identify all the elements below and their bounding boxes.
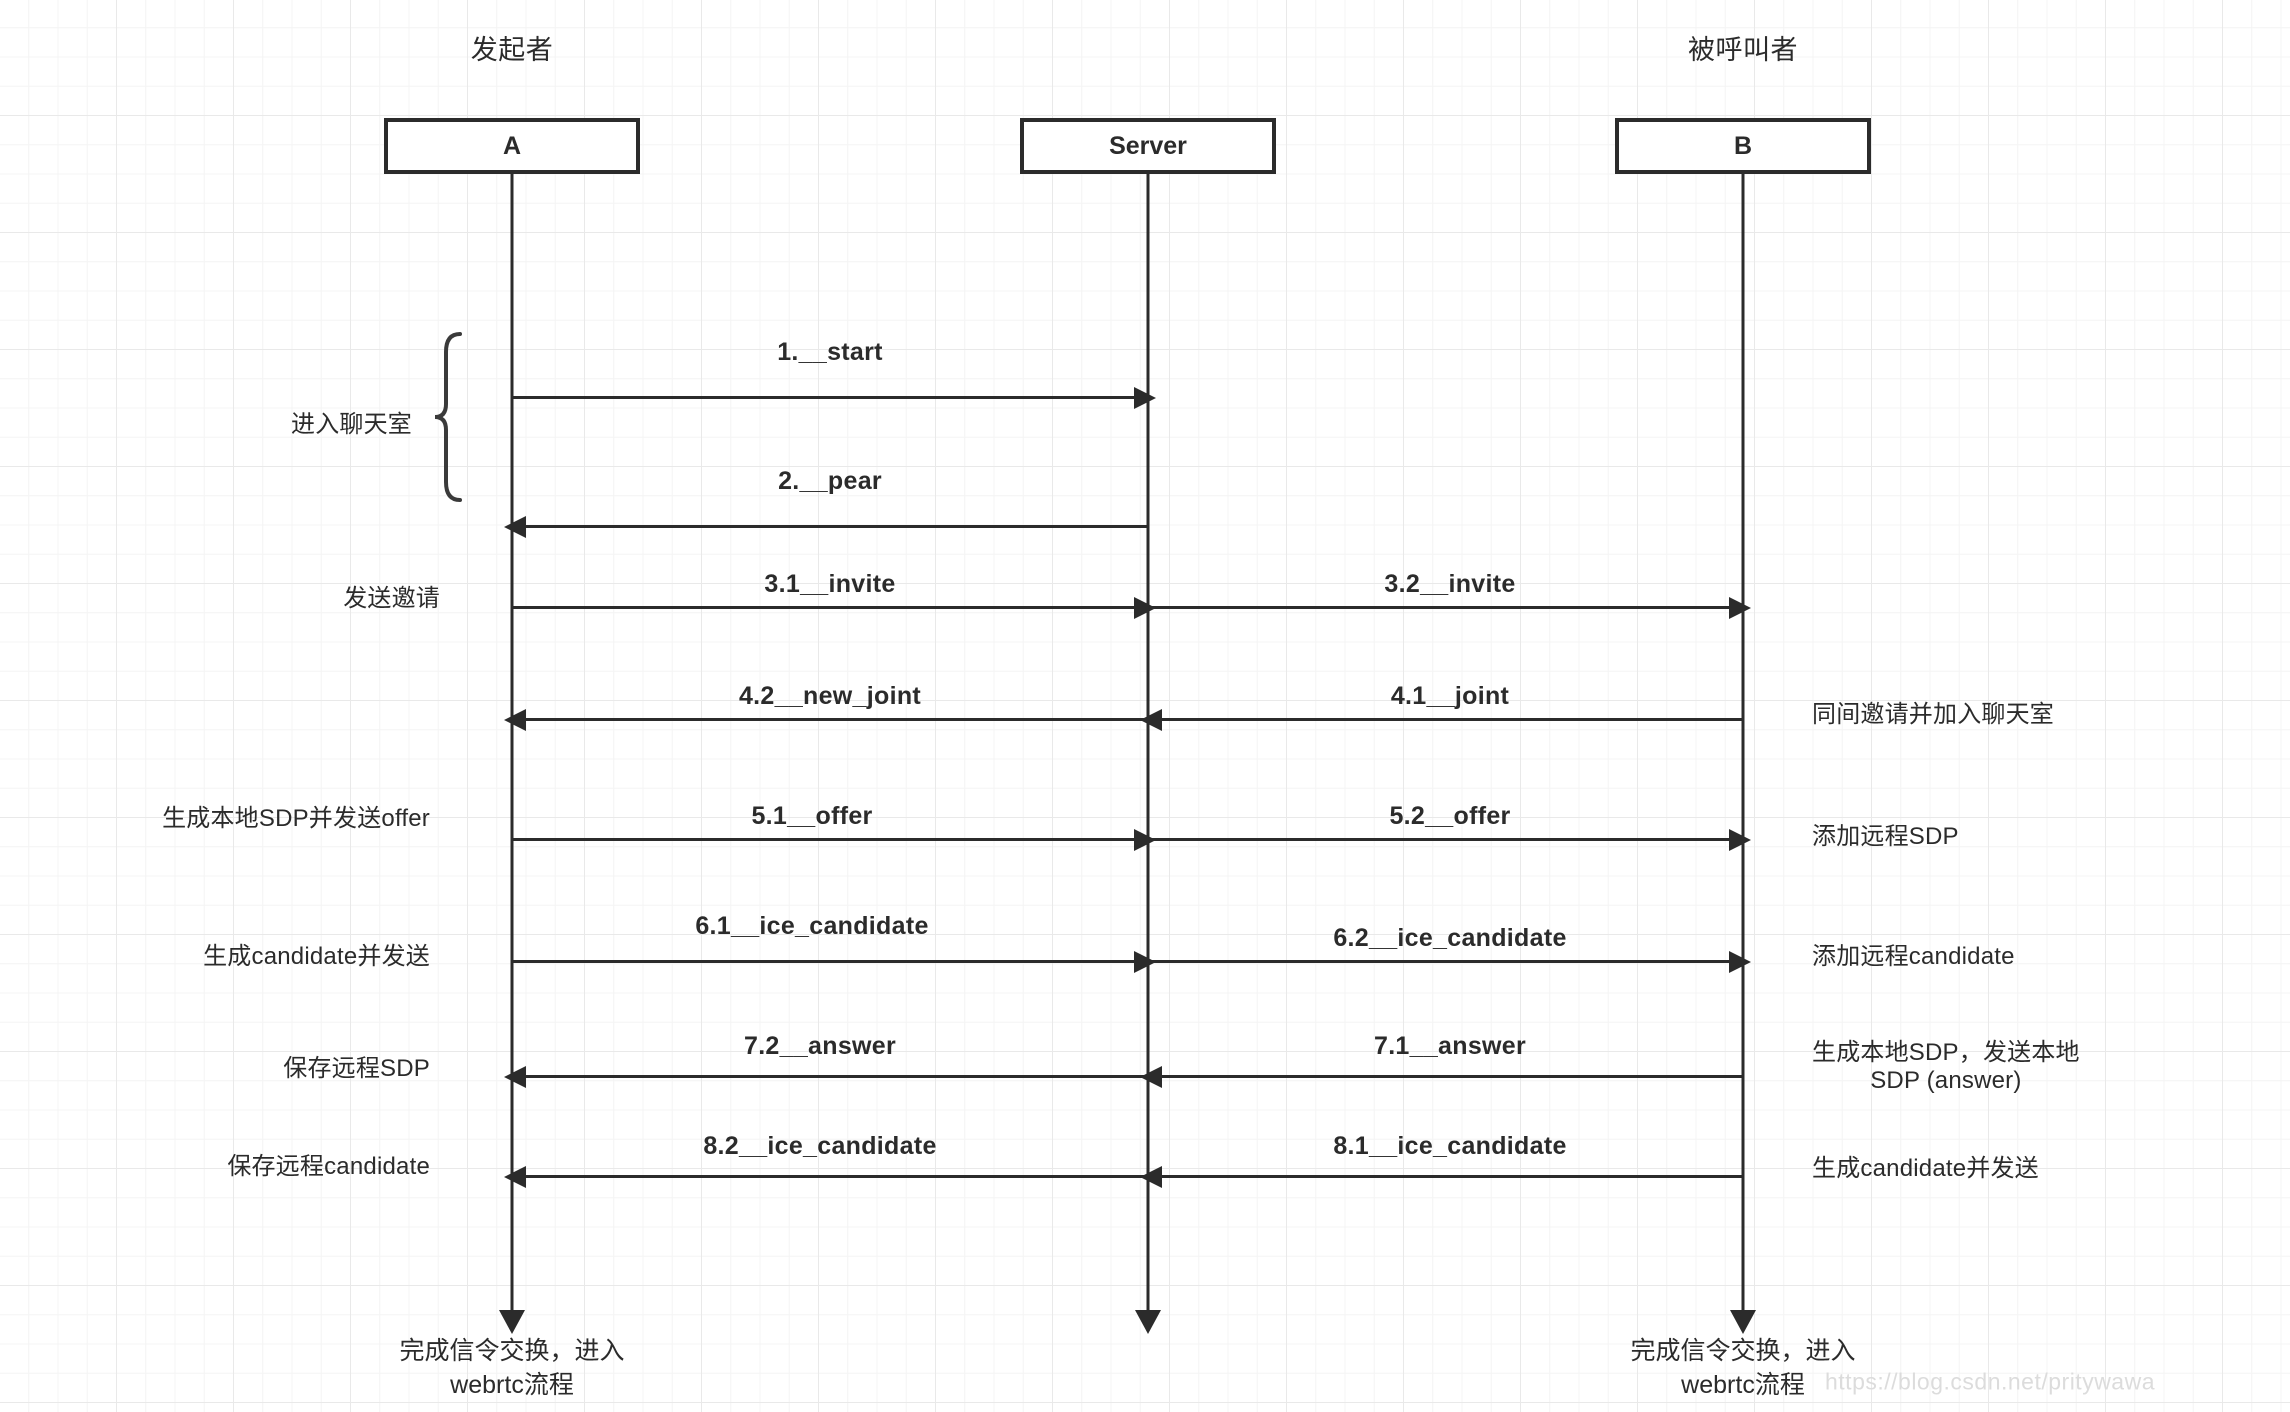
message-label-4-1-joint: 4.1__joint (1390, 682, 1510, 710)
left-note-send-invite: 发送邀请 (343, 585, 440, 612)
message-line-2-pear (526, 525, 1148, 528)
right-note-invite-and-join-chatroom: 同间邀请并加入聊天室 (1812, 701, 2054, 728)
lifeline-a (510, 174, 514, 1316)
actor-box-b-label: B (1733, 131, 1753, 160)
message-label-7-2-answer: 7.2__answer (743, 1032, 897, 1060)
message-label-3-1-invite: 3.1__invite (764, 570, 896, 598)
bottom-caption-b-line1: 完成信令交换，进入 (1630, 1337, 1856, 1365)
message-label-2-pear: 2.__pear (778, 467, 882, 495)
message-line-8-1-ice-candidate (1162, 1175, 1743, 1178)
right-note-create-local-sdp-answer-line2: SDP (answer) (1870, 1067, 2022, 1094)
arrow-left-icon-8-2-ice-candidate (504, 1166, 526, 1188)
message-label-8-1-ice-candidate: 8.1__ice_candidate (1333, 1132, 1567, 1160)
group-brace (434, 332, 462, 502)
left-note-save-remote-sdp: 保存远程SDP (283, 1055, 430, 1082)
actor-box-b[interactable]: B (1615, 118, 1871, 174)
message-label-6-1-ice-candidate: 6.1__ice_candidate (695, 912, 929, 940)
actor-box-server-label: Server (1109, 131, 1187, 160)
bottom-caption-b-line2: webrtc流程 (1681, 1370, 1805, 1399)
message-line-5-1-offer (512, 838, 1134, 841)
lifeline-b-end-arrow (1730, 1310, 1756, 1334)
arrow-right-icon-6-1-ice-candidate (1134, 951, 1156, 973)
arrow-right-icon-1-start (1134, 387, 1156, 409)
actor-title-a: 发起者 (470, 35, 554, 65)
left-note-create-local-sdp-send-offer: 生成本地SDP并发送offer (162, 805, 430, 832)
message-label-6-2-ice-candidate: 6.2__ice_candidate (1333, 924, 1567, 952)
message-line-6-2-ice-candidate (1148, 960, 1729, 963)
left-note-enter-chatroom: 进入聊天室 (291, 411, 412, 438)
message-label-7-1-answer: 7.1__answer (1373, 1032, 1527, 1060)
arrow-left-icon-4-1-joint (1140, 709, 1162, 731)
message-line-7-2-answer (526, 1075, 1148, 1078)
right-note-create-local-sdp-answer-line1: 生成本地SDP，发送本地 (1812, 1039, 2080, 1066)
message-label-4-2-new-joint: 4.2__new_joint (738, 682, 922, 710)
arrow-left-icon-7-1-answer (1140, 1066, 1162, 1088)
lifeline-a-end-arrow (499, 1310, 525, 1334)
left-note-save-remote-candidate: 保存远程candidate (227, 1153, 430, 1180)
message-line-4-2-new-joint (526, 718, 1148, 721)
bottom-caption-b: 完成信令交换，进入 webrtc流程 (1630, 1335, 1855, 1403)
arrow-right-icon-5-2-offer (1729, 829, 1751, 851)
bottom-caption-a-line2: webrtc流程 (450, 1370, 574, 1399)
actor-title-b: 被呼叫者 (1688, 35, 1798, 65)
arrow-right-icon-5-1-offer (1134, 829, 1156, 851)
arrow-left-icon-2-pear (504, 516, 526, 538)
actor-box-a-label: A (502, 131, 522, 160)
message-line-5-2-offer (1148, 838, 1729, 841)
arrow-left-icon-8-1-ice-candidate (1140, 1166, 1162, 1188)
right-note-add-remote-sdp: 添加远程SDP (1812, 823, 1959, 850)
lifeline-server (1146, 174, 1150, 1316)
message-label-8-2-ice-candidate: 8.2__ice_candidate (703, 1132, 937, 1160)
arrow-right-icon-3-1-invite (1134, 597, 1156, 619)
arrow-left-icon-7-2-answer (504, 1066, 526, 1088)
arrow-right-icon-6-2-ice-candidate (1729, 951, 1751, 973)
message-label-3-2-invite: 3.2__invite (1384, 570, 1516, 598)
message-line-3-2-invite (1148, 606, 1729, 609)
message-line-3-1-invite (512, 606, 1134, 609)
actor-box-a[interactable]: A (384, 118, 640, 174)
right-note-add-remote-candidate: 添加远程candidate (1812, 943, 2015, 970)
arrow-left-icon-4-2-new-joint (504, 709, 526, 731)
message-line-8-2-ice-candidate (526, 1175, 1148, 1178)
message-line-4-1-joint (1162, 718, 1743, 721)
bottom-caption-a: 完成信令交换，进入 webrtc流程 (399, 1335, 624, 1403)
lifeline-server-end-arrow (1135, 1310, 1161, 1334)
actor-box-server[interactable]: Server (1020, 118, 1276, 174)
right-note-create-candidate-and-send: 生成candidate并发送 (1812, 1155, 2039, 1182)
message-line-6-1-ice-candidate (512, 960, 1134, 963)
message-label-5-1-offer: 5.1__offer (751, 802, 873, 830)
arrow-right-icon-3-2-invite (1729, 597, 1751, 619)
bottom-caption-a-line1: 完成信令交换，进入 (399, 1337, 625, 1365)
watermark: https://blog.csdn.net/pritywawa (1825, 1368, 2155, 1395)
left-note-create-candidate-and-send: 生成candidate并发送 (203, 943, 430, 970)
message-label-1-start: 1.__start (777, 338, 883, 366)
message-line-7-1-answer (1162, 1075, 1743, 1078)
message-line-1-start (512, 396, 1134, 399)
right-note-create-local-sdp-answer: 生成本地SDP，发送本地 SDP (answer) (1812, 1032, 2080, 1095)
message-label-5-2-offer: 5.2__offer (1389, 802, 1511, 830)
lifeline-b (1741, 174, 1745, 1316)
